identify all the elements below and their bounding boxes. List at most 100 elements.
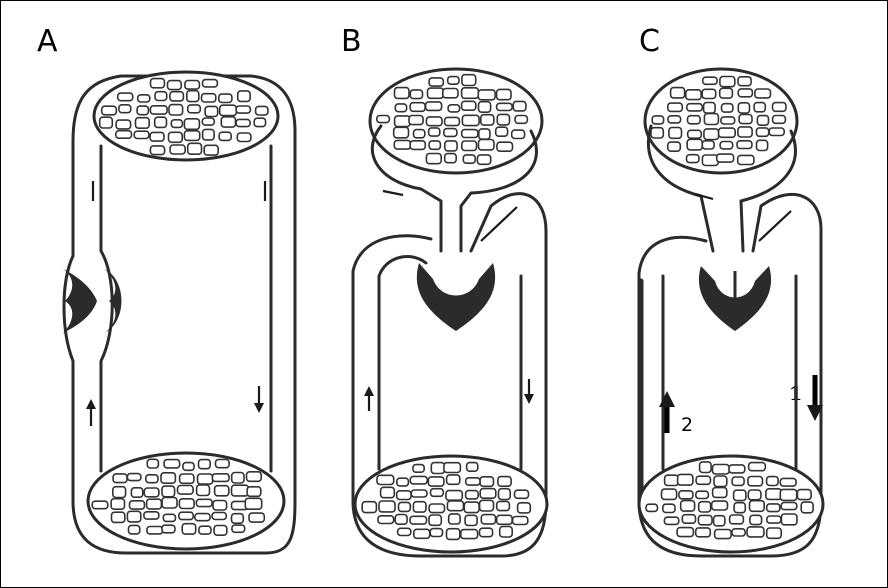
capillary-cell — [378, 516, 394, 524]
capillary-cell — [188, 105, 201, 113]
capillary-cell — [212, 513, 226, 520]
capillary-cell — [677, 528, 693, 537]
capillary-cell — [247, 487, 261, 497]
capillary-cell — [162, 498, 177, 509]
capillary-cell — [715, 530, 732, 539]
capillary-cell — [161, 473, 175, 483]
capillary-cell — [399, 502, 411, 511]
capillary-cell — [766, 489, 782, 500]
capillary-cell — [179, 512, 193, 519]
capillary-cell — [150, 146, 164, 155]
capillary-cell — [155, 117, 167, 127]
capillary-cell — [116, 120, 131, 129]
panel-a-up-arrowhead — [86, 399, 96, 409]
capillary-cell — [394, 140, 410, 149]
capillary-cell — [445, 154, 457, 163]
capillary-cell — [118, 93, 133, 101]
capillary-cell — [773, 116, 786, 124]
capillary-cell — [769, 128, 784, 136]
capillary-cell — [732, 477, 744, 485]
capillary-cell — [498, 477, 511, 487]
capillary-cell — [797, 490, 811, 500]
capillary-cell — [247, 472, 262, 482]
capillary-cell — [410, 476, 427, 484]
capillary-cell — [713, 488, 727, 498]
capillary-cell — [446, 491, 462, 501]
capillary-cell — [183, 463, 194, 471]
panel-c-up-arrowhead-2 — [659, 391, 675, 407]
capillary-cell — [129, 525, 140, 534]
capillary-cell — [232, 514, 244, 524]
panel-a-heart-inner — [105, 269, 122, 333]
capillary-cell — [651, 128, 663, 138]
capillary-cell — [739, 115, 752, 124]
capillary-cell — [702, 89, 716, 98]
panel-b-flow-arrow — [383, 191, 403, 195]
capillary-cell — [513, 101, 526, 111]
capillary-cell — [430, 529, 442, 537]
capillary-cell — [704, 129, 719, 140]
capillary-cell — [254, 118, 265, 126]
capillary-cell — [395, 515, 407, 525]
capillary-cell — [116, 131, 132, 139]
capillary-cell — [518, 503, 531, 513]
capillary-cell — [462, 75, 476, 86]
capillary-cell — [102, 106, 117, 115]
panel-b-diag-arrow — [481, 207, 517, 241]
capillary-cell — [738, 155, 754, 164]
capillary-cell — [429, 78, 443, 86]
capillary-cell — [722, 104, 733, 112]
capillary-cell — [411, 490, 427, 497]
capillary-cell — [137, 106, 148, 115]
capillary-cell — [747, 527, 764, 537]
panel-a-inner-vessel — [101, 146, 271, 471]
capillary-cell — [663, 504, 675, 512]
capillary-cell — [147, 527, 163, 534]
capillary-cell — [750, 515, 762, 524]
capillary-cell — [717, 154, 734, 162]
capillary-cell — [730, 515, 744, 524]
capillary-cell — [379, 501, 395, 512]
capillary-cell — [669, 128, 682, 139]
capillary-cell — [479, 140, 495, 150]
capillary-cell — [202, 118, 214, 125]
capillary-cell — [138, 95, 150, 102]
capillary-cell — [445, 141, 457, 151]
capillary-cell — [447, 475, 460, 484]
capillary-cell — [734, 490, 746, 500]
capillary-cell — [163, 514, 175, 521]
capillary-cell — [714, 476, 727, 487]
capillary-cell — [134, 131, 149, 138]
capillary-cell — [395, 88, 410, 99]
capillary-cell — [757, 140, 768, 150]
capillary-cell — [130, 501, 145, 509]
capillary-cell — [479, 129, 490, 139]
capillary-cell — [155, 92, 167, 101]
capillary-cell — [773, 103, 787, 112]
capillary-cell — [754, 103, 765, 112]
capillary-cell — [429, 128, 440, 136]
capillary-cell — [497, 114, 509, 125]
capillary-cell — [721, 117, 735, 124]
capillary-cell — [461, 530, 478, 539]
capillary-cell — [668, 116, 681, 123]
capillary-cell — [395, 116, 410, 127]
capillary-cell — [428, 477, 444, 486]
capillary-cell — [394, 127, 409, 138]
capillary-cell — [732, 529, 745, 536]
capillary-cell — [429, 504, 444, 513]
capillary-cell — [734, 503, 745, 513]
panel-a-down-arrowhead — [254, 403, 264, 413]
capillary-cell — [497, 515, 512, 524]
capillary-cell — [238, 91, 250, 102]
panel-c-diag-arrow — [759, 211, 791, 241]
capillary-cell — [646, 504, 658, 511]
capillary-cell — [213, 501, 227, 511]
capillary-cell — [497, 142, 513, 151]
capillary-cell — [767, 477, 779, 486]
capillary-cell — [127, 511, 140, 522]
capillary-cell — [397, 478, 409, 486]
capillary-cell — [188, 143, 202, 154]
capillary-cell — [699, 502, 711, 512]
